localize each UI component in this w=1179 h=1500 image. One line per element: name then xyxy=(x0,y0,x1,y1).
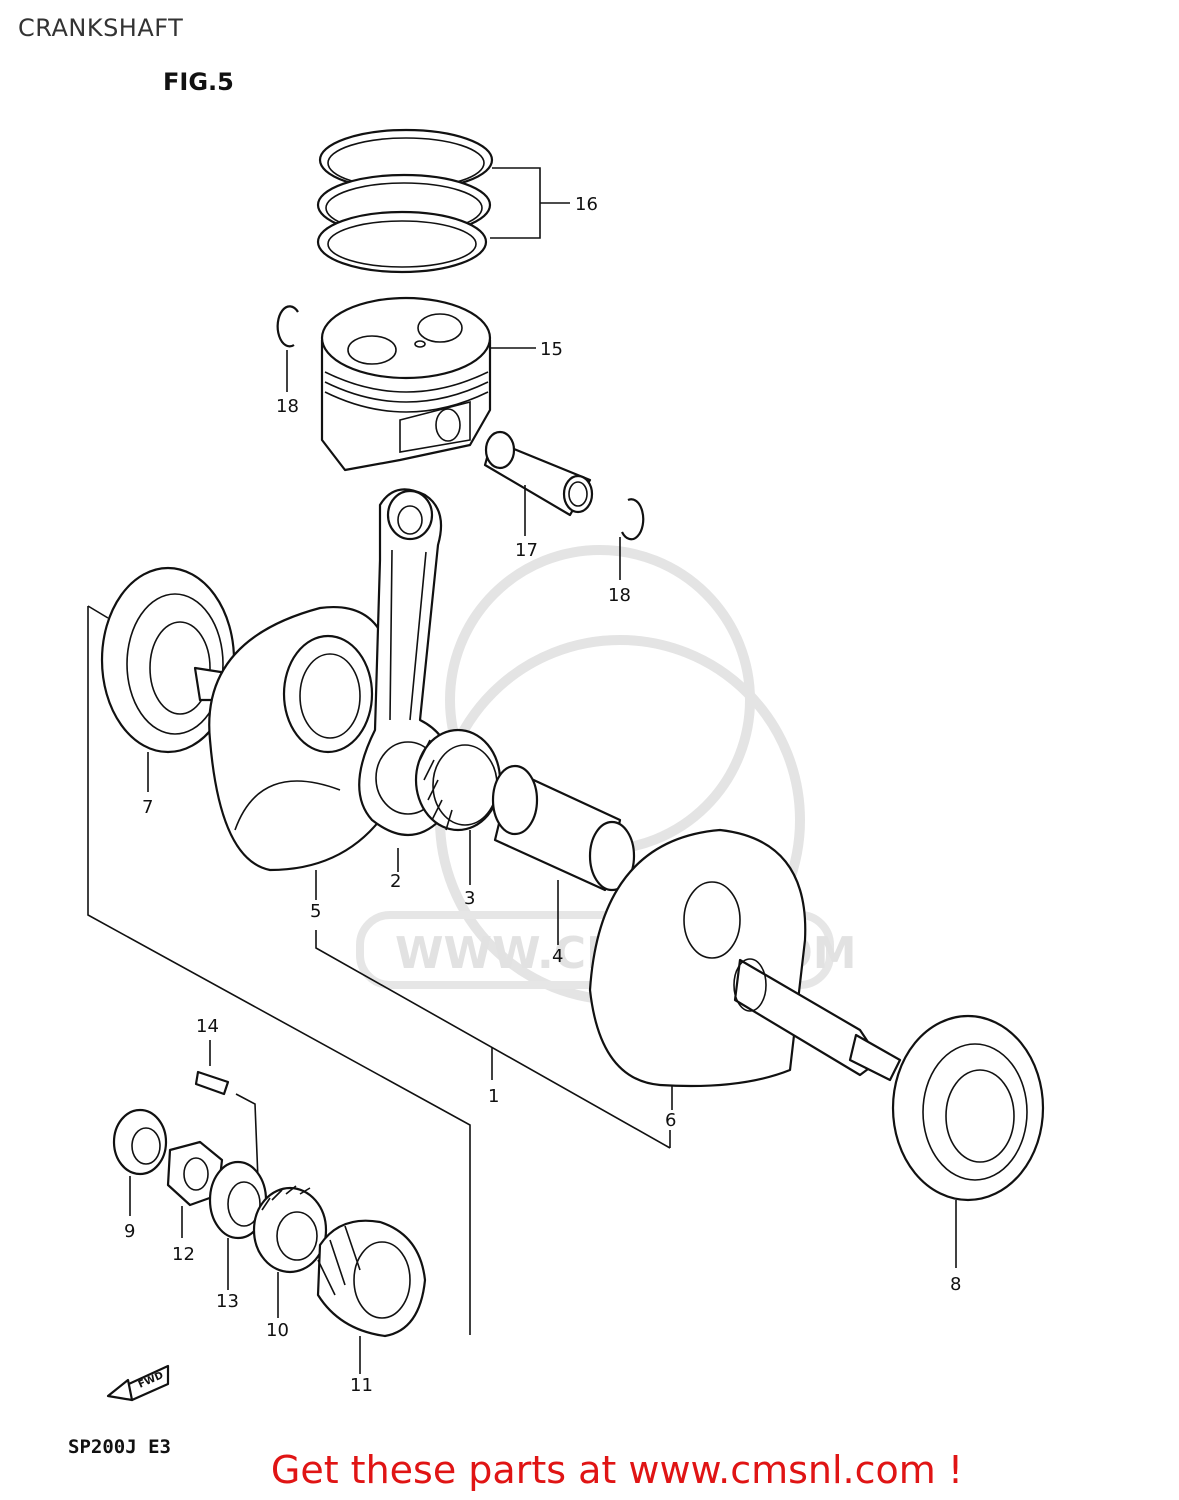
bearing-right xyxy=(891,1014,1045,1268)
primary-gear xyxy=(316,1219,427,1374)
crank-pin xyxy=(491,764,636,945)
key xyxy=(194,1040,259,1181)
figure-label: FIG.5 xyxy=(163,68,234,96)
callout-10: 10 xyxy=(266,1320,289,1341)
callout-3: 3 xyxy=(464,888,475,909)
promo-banner[interactable]: Get these parts at www.cmsnl.com ! xyxy=(0,1448,1179,1492)
forward-arrow: FWD xyxy=(106,1364,170,1402)
callout-12: 12 xyxy=(172,1244,195,1265)
piston-pin xyxy=(483,430,594,536)
promo-link[interactable]: Get these parts at www.cmsnl.com ! xyxy=(270,1448,964,1492)
needle-bearing xyxy=(414,728,502,885)
callout-1: 1 xyxy=(488,1086,499,1107)
circlip-left xyxy=(276,305,299,392)
crank-web-left xyxy=(208,606,392,900)
callout-17: 17 xyxy=(515,540,538,561)
callout-18-right: 18 xyxy=(608,585,631,606)
circlip-right xyxy=(619,498,645,580)
callout-9: 9 xyxy=(124,1221,135,1242)
callout-14: 14 xyxy=(196,1016,219,1037)
callout-13: 13 xyxy=(216,1291,239,1312)
nut xyxy=(166,1140,224,1238)
model-code: SP200J E3 xyxy=(68,1436,171,1458)
drive-gear-small xyxy=(252,1185,328,1318)
callout-5: 5 xyxy=(310,901,321,922)
callout-7: 7 xyxy=(142,797,153,818)
callout-11: 11 xyxy=(350,1375,373,1396)
callout-labels: 16 15 18 17 18 7 2 3 5 4 14 1 6 9 12 8 1… xyxy=(124,194,961,1396)
callout-8: 8 xyxy=(950,1274,961,1295)
crank-web-right xyxy=(588,828,902,1110)
piston xyxy=(320,296,536,472)
callout-2: 2 xyxy=(390,871,401,892)
oil-seal xyxy=(112,1108,168,1216)
callout-4: 4 xyxy=(552,946,563,967)
callout-18-left: 18 xyxy=(276,396,299,417)
callout-6: 6 xyxy=(665,1110,676,1131)
callout-16: 16 xyxy=(575,194,598,215)
callout-15: 15 xyxy=(540,339,563,360)
page-title: CRANKSHAFT xyxy=(18,14,184,42)
crankshaft-assembly-bracket xyxy=(87,605,671,1335)
piston-rings xyxy=(316,128,570,274)
